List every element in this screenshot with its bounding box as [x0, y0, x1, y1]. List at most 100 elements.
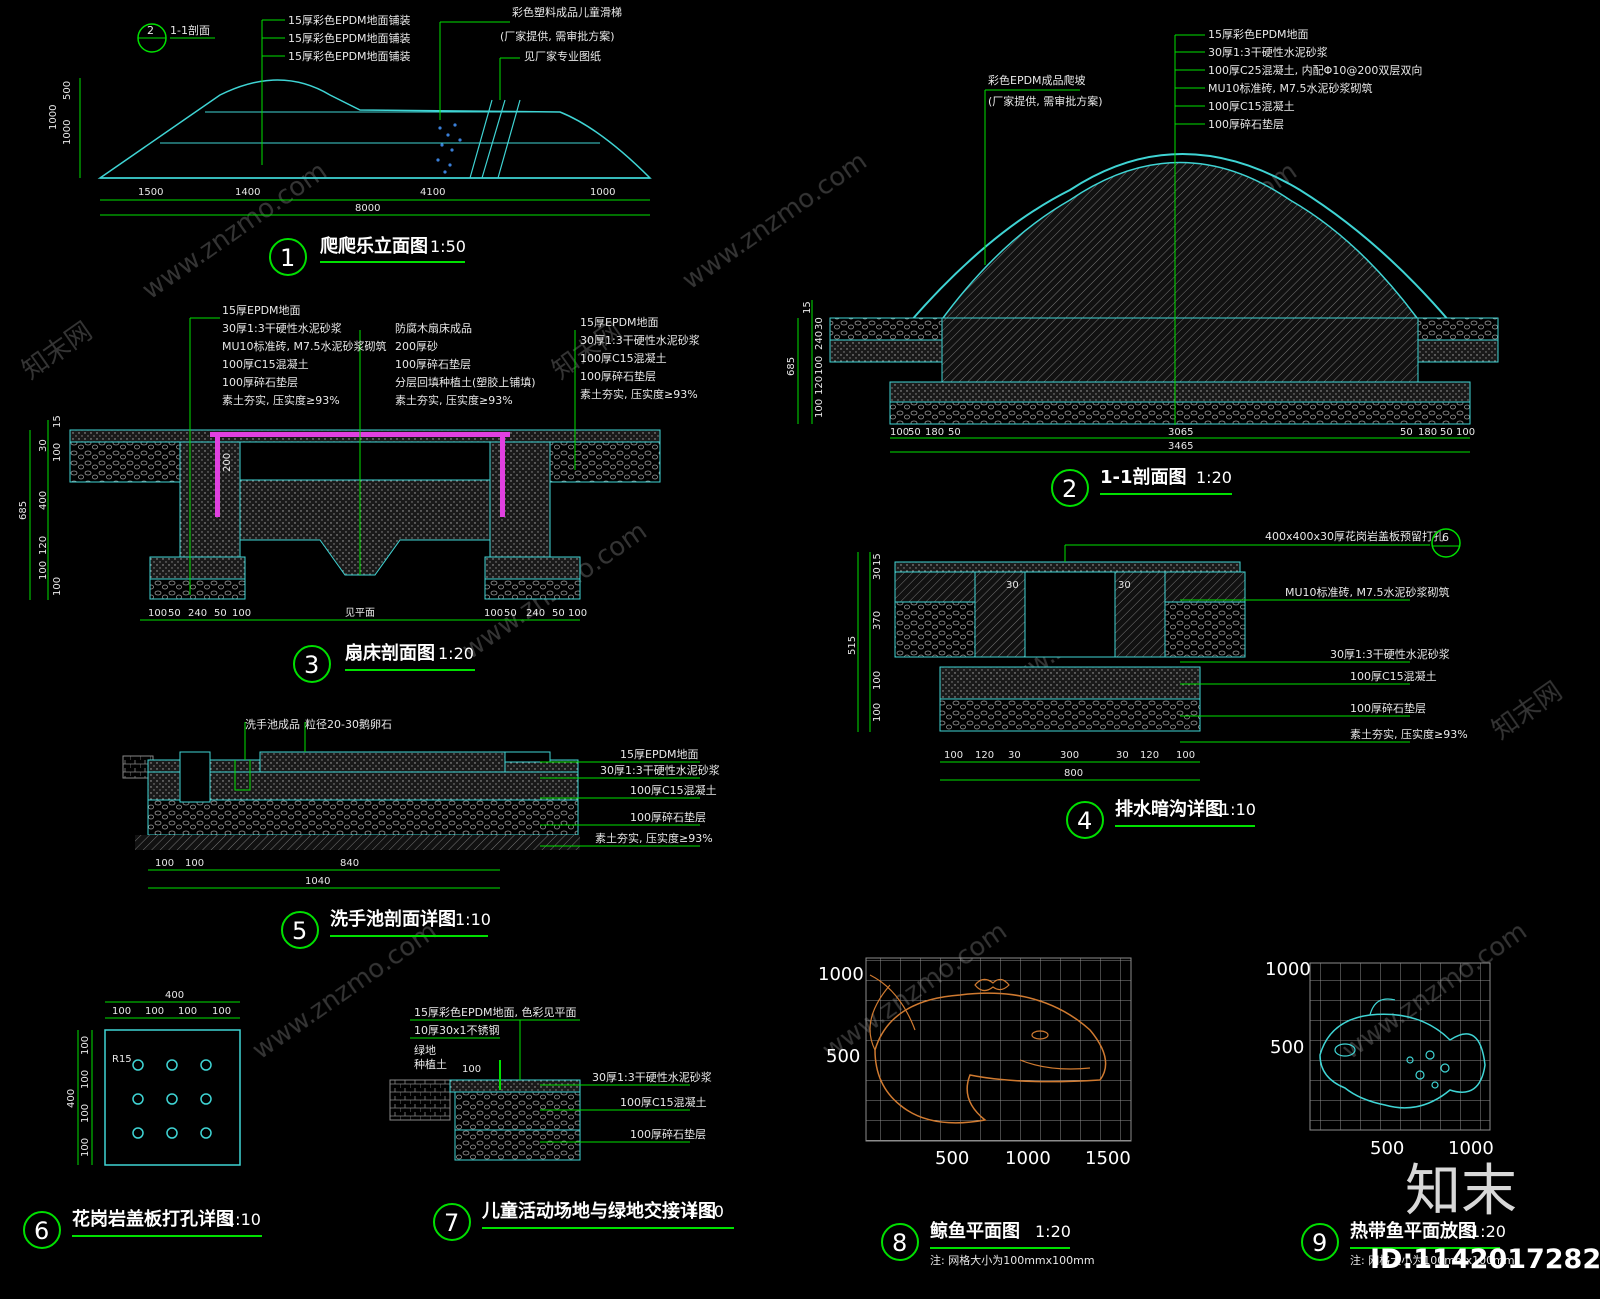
- dim-value: 500: [62, 81, 73, 100]
- dim-value: 100: [80, 1104, 91, 1123]
- detail-scale: 1:10: [688, 1202, 724, 1221]
- material-label: 15厚彩色EPDM地面铺装: [288, 49, 411, 63]
- detail-number: 5: [292, 917, 307, 945]
- material-label: 15厚彩色EPDM地面, 色彩见平面: [414, 1005, 577, 1019]
- dim-value: 4100: [420, 187, 445, 198]
- detail-title: 花岗岩盖板打孔详图: [72, 1208, 234, 1230]
- brand-logo-text: 知末: [1405, 1159, 1517, 1224]
- material-label: 100厚碎石垫层: [580, 369, 656, 383]
- dim-value: 100: [568, 608, 587, 619]
- axis-tick-label: 1500: [1085, 1148, 1131, 1169]
- dim-value: 50: [504, 608, 517, 619]
- detail-title: 爬爬乐立面图: [320, 235, 428, 257]
- dim-value: 100: [462, 1064, 481, 1075]
- material-label: 15厚EPDM地面: [580, 316, 659, 329]
- material-label: 100厚碎石垫层: [630, 1127, 706, 1141]
- material-label: MU10标准砖, M7.5水泥砂浆砌筑: [1285, 585, 1450, 599]
- material-label: 15厚EPDM地面: [620, 748, 699, 761]
- material-label: MU10标准砖, M7.5水泥砂浆砌筑: [1208, 81, 1373, 95]
- dim-value: 8000: [355, 203, 380, 214]
- dim-value: 400: [38, 491, 49, 510]
- detail-title: 热带鱼平面放图: [1350, 1220, 1476, 1242]
- dim-value: 100: [814, 356, 825, 375]
- dim-value: 100: [944, 750, 963, 761]
- document-id: ID:1142017282: [1370, 1244, 1600, 1275]
- detail-scale: 1:10: [225, 1210, 261, 1229]
- material-label: 100厚C15混凝土: [222, 357, 309, 371]
- material-label: 100厚C25混凝土, 内配Φ10@200双层双向: [1208, 63, 1422, 77]
- material-label: 100厚碎石垫层: [1350, 701, 1426, 715]
- watermark-text: 知末网: [17, 316, 98, 385]
- watermark-text: www.znzmo.com: [677, 146, 873, 296]
- dim-value: 100: [148, 608, 167, 619]
- material-label: 30厚1:3干硬性水泥砂浆: [1330, 647, 1450, 661]
- detail-number: 6: [34, 1217, 49, 1245]
- axis-tick-label: 1000: [818, 964, 864, 985]
- detail-scale: 1:20: [1470, 1222, 1506, 1241]
- material-label: 防腐木扇床成品: [395, 321, 472, 335]
- detail-scale: 1:50: [430, 237, 466, 256]
- dim-value: 1040: [305, 876, 330, 887]
- dim-value: 15: [802, 301, 813, 314]
- dim-value: 15: [872, 553, 883, 566]
- material-label: 素土夯实, 压实度≥93%: [1350, 727, 1468, 741]
- dim-value: 50: [168, 608, 181, 619]
- material-label: 100厚C15混凝土: [630, 783, 717, 797]
- dim-value: 120: [814, 376, 825, 395]
- detail-number: 8: [892, 1229, 907, 1257]
- detail-number: 2: [1062, 475, 1077, 503]
- dim-value: 100: [80, 1070, 91, 1089]
- detail-7-edge-junction: 15厚彩色EPDM地面, 色彩见平面 10厚30x1不锈钢 绿地 种植土 100…: [389, 1005, 734, 1241]
- dim-value: 3465: [1168, 441, 1193, 452]
- material-label: (厂家提供, 需审批方案): [988, 94, 1103, 108]
- material-label: 素土夯实, 压实度≥93%: [580, 387, 698, 401]
- dim-value: 50: [214, 608, 227, 619]
- dim-value: 240: [814, 331, 825, 350]
- dim-value: 100: [145, 1006, 164, 1017]
- material-label: 彩色塑料成品儿童滑梯: [512, 5, 622, 19]
- dim-value: 180: [1418, 427, 1437, 438]
- material-label: 种植土: [414, 1057, 447, 1071]
- detail-2-section: 15厚彩色EPDM地面 30厚1:3干硬性水泥砂浆 100厚C25混凝土, 内配…: [786, 27, 1499, 507]
- dim-value: 30: [1116, 750, 1129, 761]
- material-label: 彩色EPDM成品爬坡: [988, 73, 1086, 87]
- dim-value: 100: [1176, 750, 1195, 761]
- grid-note: 注: 网格大小为100mmx100mm: [1350, 1253, 1515, 1267]
- dim-value: 50: [1440, 427, 1453, 438]
- material-label: 绿地: [414, 1043, 436, 1057]
- material-label: 15厚彩色EPDM地面铺装: [288, 13, 411, 27]
- dim-value: 100: [52, 443, 63, 462]
- axis-tick-label: 500: [935, 1148, 969, 1169]
- material-label: (厂家提供, 需审批方案): [500, 29, 615, 43]
- dim-value: 515: [847, 636, 858, 655]
- detail-number: 1: [280, 244, 295, 272]
- dim-value: 100: [80, 1138, 91, 1157]
- dim-value: 30: [1118, 580, 1131, 591]
- detail-ref-number: 6: [1442, 531, 1449, 544]
- dim-value: 50: [948, 427, 961, 438]
- detail-number: 7: [444, 1209, 459, 1237]
- dim-value: 15: [52, 415, 63, 428]
- dim-value: 30: [38, 439, 49, 452]
- detail-8-whale-plan: 1000 500 500 1000 1500 8 鲸鱼平面图 1:20 注: 网…: [818, 957, 1132, 1267]
- dim-value: 1400: [235, 187, 260, 198]
- dim-value: 400: [165, 990, 184, 1001]
- material-label: 15厚EPDM地面: [222, 304, 301, 317]
- dim-value: 685: [18, 501, 29, 520]
- detail-3-section: 15厚EPDM地面 30厚1:3干硬性水泥砂浆 MU10标准砖, M7.5水泥砂…: [18, 304, 700, 683]
- material-label: 素土夯实, 压实度≥93%: [222, 393, 340, 407]
- detail-title: 1-1剖面图: [1100, 466, 1187, 488]
- detail-number: 4: [1077, 807, 1092, 835]
- material-label: 100厚碎石垫层: [630, 810, 706, 824]
- dim-value: 120: [975, 750, 994, 761]
- material-label: 100厚碎石垫层: [1208, 117, 1284, 131]
- dim-value: 120: [1140, 750, 1159, 761]
- axis-tick-label: 1000: [1005, 1148, 1051, 1169]
- material-label: 100厚碎石垫层: [395, 357, 471, 371]
- axis-tick-label: 500: [1270, 1037, 1304, 1058]
- detail-5-basin: 洗手池成品 粒径20-30鹅卵石 15厚EPDM地面 30厚1:3干硬性水泥砂浆…: [122, 717, 720, 949]
- dim-value: 100: [185, 858, 204, 869]
- dim-value: 400: [66, 1089, 77, 1108]
